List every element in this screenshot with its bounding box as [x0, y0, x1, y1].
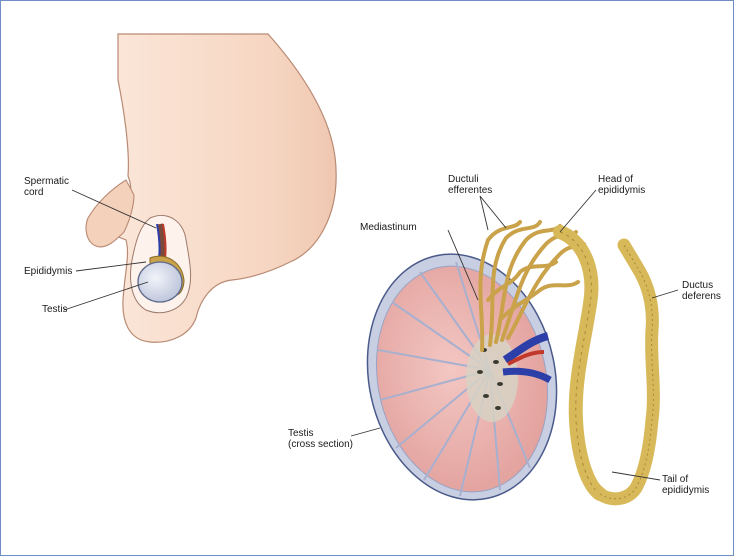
label-tail-of-epididymis: Tail of epididymis	[662, 474, 709, 496]
testis-cross-section	[345, 236, 578, 517]
epididymis-body	[560, 232, 600, 494]
testis-small	[138, 262, 182, 302]
body-side-view	[86, 34, 336, 342]
label-spermatic-cord: Spermatic cord	[24, 176, 69, 198]
label-testis: Testis	[42, 304, 68, 315]
mediastinum-area	[466, 334, 518, 422]
label-mediastinum: Mediastinum	[360, 222, 417, 233]
label-ductus-deferens: Ductus deferens	[682, 280, 721, 302]
label-testis-cross-section: Testis (cross section)	[288, 428, 353, 450]
label-epididymis: Epididymis	[24, 266, 72, 277]
epididymis-tail	[600, 245, 653, 499]
label-ductuli-efferentes: Ductuli efferentes	[448, 174, 492, 196]
label-head-of-epididymis: Head of epididymis	[598, 174, 645, 196]
